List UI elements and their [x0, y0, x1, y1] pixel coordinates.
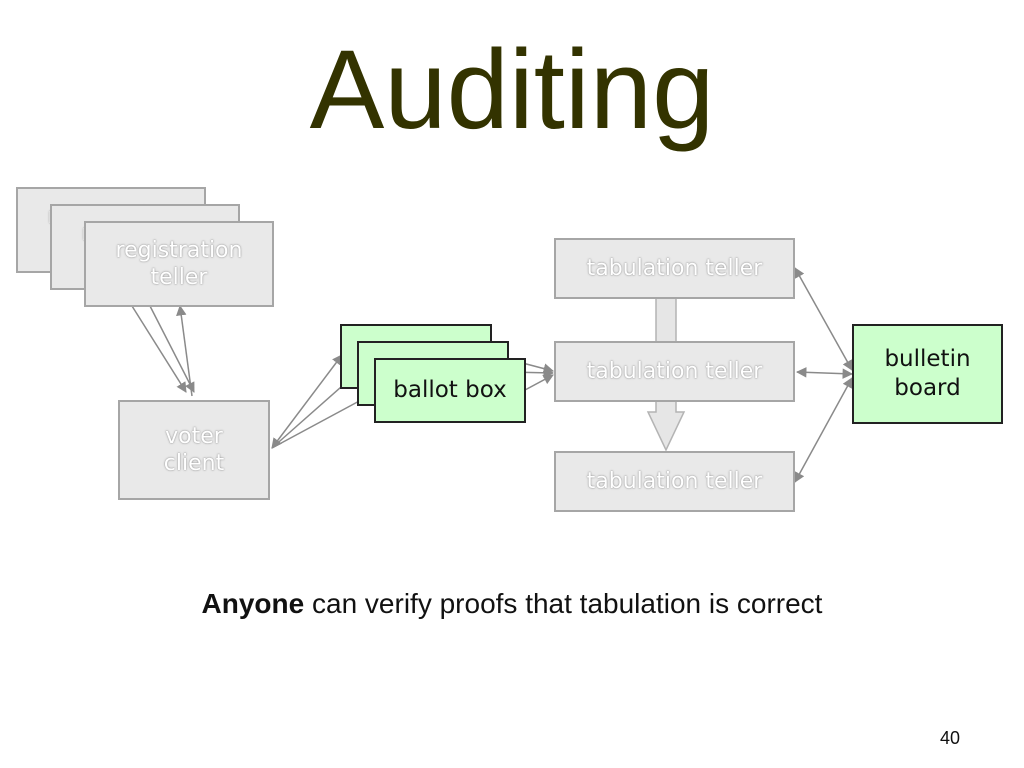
slide-caption: Anyone can verify proofs that tabulation… [0, 588, 1024, 620]
arrow-bulletin-to-tabulation-2 [795, 367, 854, 379]
tabulation-teller-node: tabulation teller [554, 341, 795, 402]
ballot-box-node: ballot box [374, 358, 526, 423]
arrow-registration-to-voter-1 [131, 305, 187, 393]
tabulation-teller-node: tabulation teller [554, 238, 795, 299]
block-connector-tabulation [655, 297, 677, 345]
voter-client-node: voter client [118, 400, 270, 500]
arrow-bulletin-to-tabulation-1 [794, 267, 853, 371]
caption-emphasis: Anyone [201, 588, 305, 619]
bulletin-board-node: bulletin board [852, 324, 1003, 424]
registration-teller-node: registration teller [84, 221, 274, 307]
arrow-voter-to-ballot-1 [271, 354, 343, 449]
caption-text: can verify proofs that tabulation is cor… [304, 588, 823, 619]
arrow-ballot-to-tabulation-3 [524, 374, 554, 391]
arrow-registration-to-voter-2 [149, 305, 195, 393]
slide-title: Auditing [309, 27, 715, 152]
tabulation-teller-node: tabulation teller [554, 451, 795, 512]
page-number: 40 [940, 728, 961, 748]
arrow-bulletin-to-tabulation-3 [794, 377, 853, 483]
arrow-voter-to-registration [176, 304, 193, 397]
block-arrow-tabulation-down [646, 400, 686, 452]
